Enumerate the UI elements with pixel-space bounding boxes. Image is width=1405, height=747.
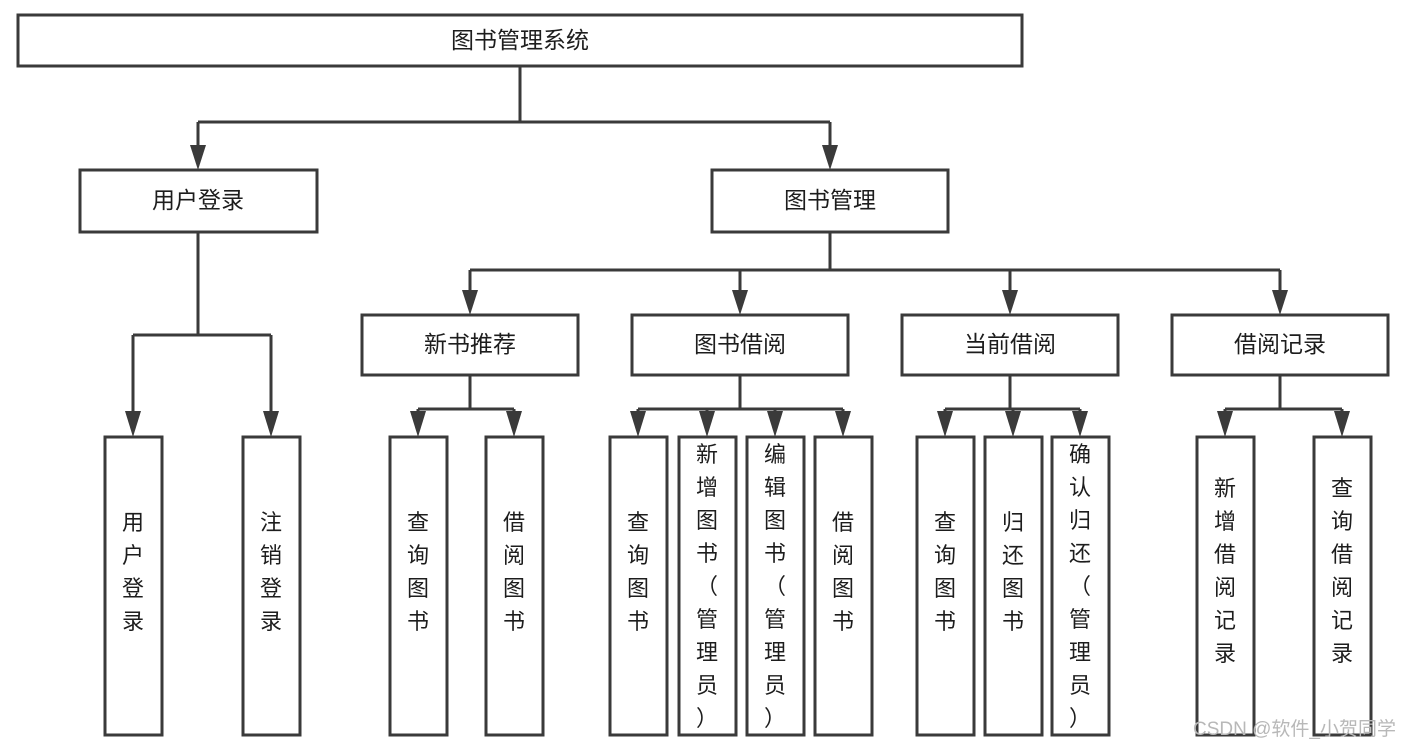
node-leaf-add-record[interactable]: 新增借阅记录 — [1195, 435, 1256, 737]
arrow-head-leaf-edit-book — [767, 411, 783, 437]
node-root-box[interactable] — [16, 13, 1024, 68]
node-current-borrow-box[interactable] — [900, 313, 1120, 377]
arrow-head-current-borrow — [1002, 290, 1018, 315]
node-root-label: 图书管理系统 — [451, 27, 589, 53]
node-leaf-confirm-return[interactable]: 确认归还（管理员） — [1050, 435, 1111, 737]
node-leaf-query-book-new-label: 查询图书 — [407, 510, 429, 634]
node-leaf-borrow-book-new-box[interactable] — [484, 435, 545, 737]
arrow-head-leaf-confirm-return — [1072, 411, 1088, 437]
node-leaf-user-login-box[interactable] — [103, 435, 164, 737]
connector-group-user-login — [125, 232, 279, 437]
node-borrow-record-label: 借阅记录 — [1234, 331, 1326, 357]
node-leaf-logout-box[interactable] — [241, 435, 302, 737]
node-leaf-add-record-label: 新增借阅记录 — [1214, 476, 1236, 666]
node-leaf-logout[interactable]: 注销登录 — [241, 435, 302, 737]
node-leaf-query-book-new-box[interactable] — [388, 435, 449, 737]
node-leaf-borrow-book-new[interactable]: 借阅图书 — [484, 435, 545, 737]
node-root[interactable]: 图书管理系统 — [16, 13, 1024, 68]
node-borrow-record-box[interactable] — [1170, 313, 1390, 377]
connector-group-root — [190, 66, 838, 170]
arrow-head-leaf-return-book — [1005, 411, 1021, 437]
node-leaf-query-book-borrow[interactable]: 查询图书 — [608, 435, 669, 737]
node-leaf-query-book-current-box[interactable] — [915, 435, 976, 737]
connector-group-borrow-record — [1217, 375, 1350, 437]
arrow-head-leaf-borrow-book — [835, 411, 851, 437]
node-leaf-query-book-borrow-box[interactable] — [608, 435, 669, 737]
node-user-login-label: 用户登录 — [152, 187, 244, 213]
arrow-head-leaf-query-book-new — [410, 411, 426, 437]
node-book-borrow-box[interactable] — [630, 313, 850, 377]
node-leaf-add-book-box[interactable] — [677, 435, 738, 737]
node-leaf-user-login[interactable]: 用户登录 — [103, 435, 164, 737]
node-leaf-logout-label: 注销登录 — [260, 510, 282, 634]
connector-group-current-borrow — [937, 375, 1088, 437]
node-book-management[interactable]: 图书管理 — [710, 168, 950, 234]
node-leaf-query-book-borrow-label: 查询图书 — [627, 510, 649, 634]
node-leaf-add-record-box[interactable] — [1195, 435, 1256, 737]
node-leaf-borrow-book-new-label: 借阅图书 — [503, 510, 525, 634]
arrow-head-leaf-logout — [263, 411, 279, 437]
node-leaf-add-book-label: 新增图书（管理员） — [696, 442, 718, 731]
arrow-head-leaf-user-login — [125, 411, 141, 437]
arrow-head-book-management — [822, 145, 838, 170]
node-leaf-query-record-label: 查询借阅记录 — [1331, 476, 1353, 666]
arrow-head-leaf-borrow-book-new — [506, 411, 522, 437]
arrow-head-borrow-record — [1272, 290, 1288, 315]
arrow-head-leaf-add-record — [1217, 411, 1233, 437]
node-borrow-record[interactable]: 借阅记录 — [1170, 313, 1390, 377]
node-leaf-query-book-current-label: 查询图书 — [934, 510, 956, 634]
node-leaf-edit-book-label: 编辑图书（管理员） — [764, 442, 786, 731]
arrow-head-leaf-add-book — [699, 411, 715, 437]
node-user-login[interactable]: 用户登录 — [78, 168, 319, 234]
node-current-borrow[interactable]: 当前借阅 — [900, 313, 1120, 377]
node-leaf-user-login-label: 用户登录 — [122, 510, 144, 634]
node-leaf-borrow-book[interactable]: 借阅图书 — [813, 435, 874, 737]
node-book-management-box[interactable] — [710, 168, 950, 234]
node-leaf-query-record[interactable]: 查询借阅记录 — [1312, 435, 1373, 737]
node-leaf-query-record-box[interactable] — [1312, 435, 1373, 737]
node-new-book-recommend-box[interactable] — [360, 313, 580, 377]
node-book-borrow-label: 图书借阅 — [694, 331, 786, 357]
arrow-head-leaf-query-record — [1334, 411, 1350, 437]
node-leaf-borrow-book-box[interactable] — [813, 435, 874, 737]
node-leaf-confirm-return-box[interactable] — [1050, 435, 1111, 737]
node-leaf-add-book[interactable]: 新增图书（管理员） — [677, 435, 738, 737]
node-book-borrow[interactable]: 图书借阅 — [630, 313, 850, 377]
watermark-label: CSDN @软件_小贺同学 — [1193, 718, 1396, 740]
node-current-borrow-label: 当前借阅 — [964, 331, 1056, 357]
node-leaf-query-book-new[interactable]: 查询图书 — [388, 435, 449, 737]
node-user-login-box[interactable] — [78, 168, 319, 234]
node-leaf-return-book[interactable]: 归还图书 — [983, 435, 1044, 737]
node-leaf-return-book-label: 归还图书 — [1002, 510, 1024, 634]
arrow-head-book-borrow — [732, 290, 748, 315]
node-leaf-confirm-return-label: 确认归还（管理员） — [1069, 442, 1091, 731]
arrow-head-leaf-query-book-borrow — [630, 411, 646, 437]
node-new-book-recommend-label: 新书推荐 — [424, 331, 516, 357]
node-book-management-label: 图书管理 — [784, 187, 876, 213]
connector-group-new-book-recommend — [410, 375, 522, 437]
node-leaf-edit-book[interactable]: 编辑图书（管理员） — [745, 435, 806, 737]
arrow-head-user-login — [190, 145, 206, 170]
node-new-book-recommend[interactable]: 新书推荐 — [360, 313, 580, 377]
arrow-head-new-book-recommend — [462, 290, 478, 315]
connector-group-book-borrow — [630, 375, 851, 437]
connector-group-book-management — [462, 232, 1288, 315]
node-leaf-edit-book-box[interactable] — [745, 435, 806, 737]
node-leaf-query-book-current[interactable]: 查询图书 — [915, 435, 976, 737]
node-leaf-borrow-book-label: 借阅图书 — [832, 510, 854, 634]
arrow-head-leaf-query-book-current — [937, 411, 953, 437]
node-leaf-return-book-box[interactable] — [983, 435, 1044, 737]
